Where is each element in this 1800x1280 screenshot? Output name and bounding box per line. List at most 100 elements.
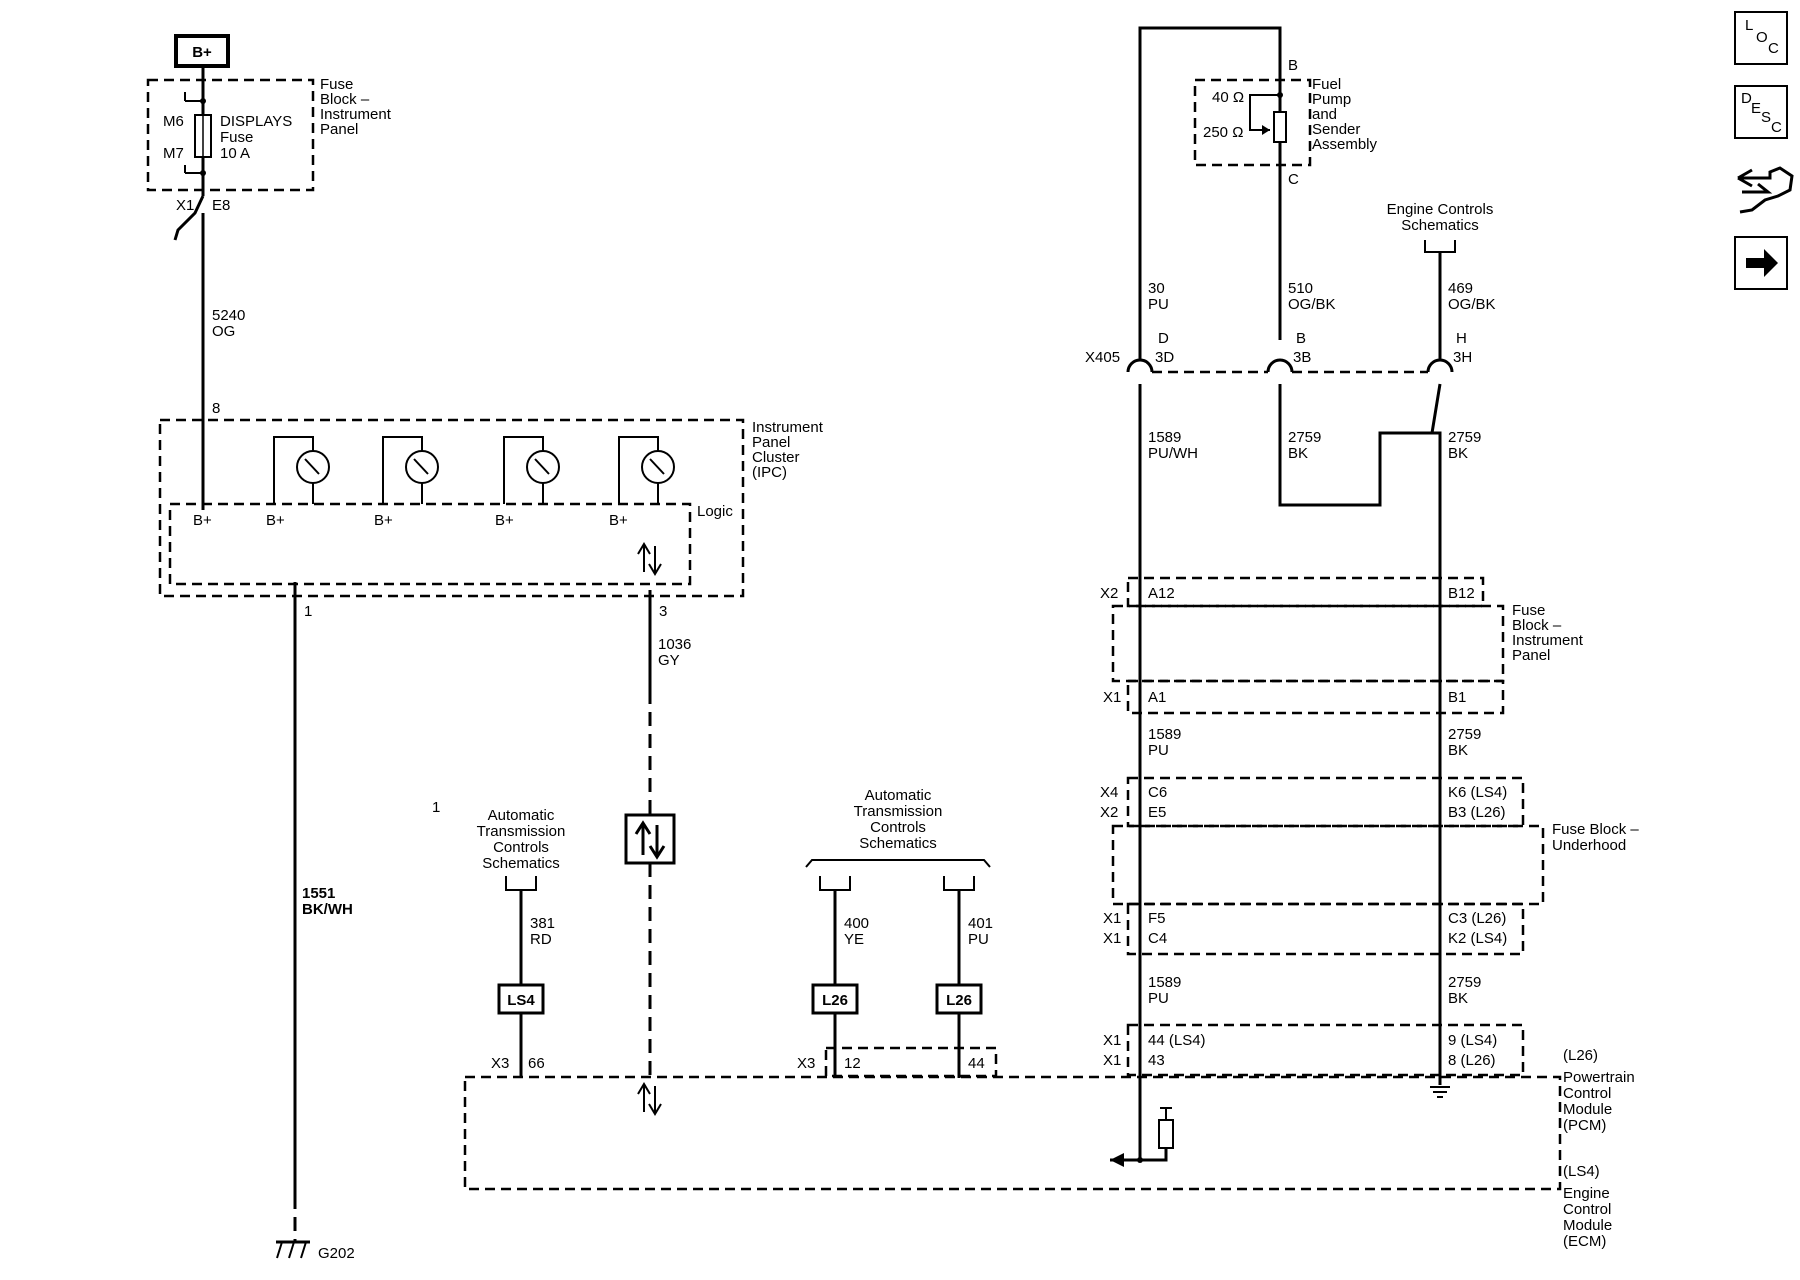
svg-text:D: D — [1741, 90, 1752, 107]
svg-text:Control: Control — [1563, 1085, 1611, 1102]
svg-text:L26: L26 — [946, 992, 972, 1009]
internal-pullup-resistor — [1110, 1107, 1174, 1167]
svg-text:2759: 2759 — [1288, 429, 1321, 446]
next-arrow-button[interactable] — [1734, 236, 1788, 290]
description-button[interactable]: D E S C — [1734, 85, 1788, 139]
engine-controls-ref[interactable]: Engine Controls Schematics — [1387, 201, 1494, 253]
svg-text:C: C — [1771, 119, 1782, 136]
svg-text:BK: BK — [1448, 990, 1468, 1007]
svg-text:400: 400 — [844, 915, 869, 932]
fuel-pump-sender-box — [1193, 78, 1312, 167]
x405-connector — [1126, 358, 1454, 374]
serial-data-box — [624, 813, 676, 865]
fuse-block-ip-right-box — [1111, 604, 1505, 683]
svg-text:3H: 3H — [1453, 349, 1472, 366]
fuse-block-ip-right-label: Fuse Block – Instrument Panel — [1512, 602, 1584, 664]
svg-text:B+: B+ — [374, 512, 393, 529]
svg-text:L26: L26 — [822, 992, 848, 1009]
svg-text:PU/WH: PU/WH — [1148, 445, 1198, 462]
svg-text:L: L — [1745, 17, 1753, 34]
atc-schematic-ref-right[interactable]: Automatic Transmission Controls Schemati… — [805, 787, 991, 891]
svg-text:381: 381 — [530, 915, 555, 932]
svg-text:(IPC): (IPC) — [752, 464, 787, 481]
svg-text:LS4: LS4 — [507, 992, 535, 1009]
svg-text:Fuse Block –: Fuse Block – — [1552, 821, 1639, 838]
svg-text:1551: 1551 — [302, 885, 335, 902]
gauge-2 — [382, 436, 439, 504]
ipc-label: Instrument Panel Cluster (IPC) — [752, 419, 824, 481]
svg-text:30: 30 — [1148, 280, 1165, 297]
serial-data-icon — [637, 542, 662, 576]
svg-text:Schematics: Schematics — [859, 835, 937, 852]
ground-symbol — [276, 1240, 310, 1259]
svg-text:(ECM): (ECM) — [1563, 1233, 1606, 1250]
svg-text:B12: B12 — [1448, 585, 1475, 602]
svg-text:Instrument: Instrument — [320, 106, 392, 123]
svg-text:10 A: 10 A — [220, 145, 250, 162]
svg-text:2759: 2759 — [1448, 429, 1481, 446]
svg-text:X2: X2 — [1100, 804, 1118, 821]
svg-text:OG/BK: OG/BK — [1288, 296, 1336, 313]
svg-text:43: 43 — [1148, 1052, 1165, 1069]
svg-text:A12: A12 — [1148, 585, 1175, 602]
pcm-serial-data-icon — [637, 1082, 662, 1116]
svg-text:X1: X1 — [1103, 1032, 1121, 1049]
svg-text:X2: X2 — [1100, 585, 1118, 602]
svg-text:Cluster: Cluster — [752, 449, 800, 466]
svg-text:GY: GY — [658, 652, 680, 669]
svg-text:K6 (LS4): K6 (LS4) — [1448, 784, 1507, 801]
displays-fuse — [194, 114, 212, 158]
svg-text:66: 66 — [528, 1055, 545, 1072]
svg-text:Block –: Block – — [1512, 617, 1562, 634]
atc-schematic-ref-left[interactable]: Automatic Transmission Controls Schemati… — [477, 807, 566, 891]
svg-text:E: E — [1751, 100, 1761, 117]
svg-text:Automatic: Automatic — [865, 787, 932, 804]
svg-text:D: D — [1158, 330, 1169, 347]
location-button[interactable]: L O C — [1734, 11, 1788, 65]
svg-text:(LS4): (LS4) — [1563, 1163, 1600, 1180]
fuse-block-ip-label: Fuse Block – Instrument Panel — [320, 76, 392, 138]
svg-text:BK: BK — [1448, 742, 1468, 759]
option-ls4-box: LS4 — [497, 983, 545, 1015]
fuse-block-underhood-box — [1111, 824, 1545, 906]
svg-text:X3: X3 — [797, 1055, 815, 1072]
svg-text:C6: C6 — [1148, 784, 1167, 801]
svg-text:C: C — [1288, 171, 1299, 188]
svg-text:B: B — [1296, 330, 1306, 347]
gauge-3 — [503, 436, 560, 504]
ipc-box — [158, 418, 745, 598]
svg-text:B: B — [1288, 57, 1298, 74]
svg-text:B3 (L26): B3 (L26) — [1448, 804, 1506, 821]
fuse-block-ip-box — [146, 78, 315, 192]
svg-text:C: C — [1768, 40, 1779, 57]
svg-text:PU: PU — [1148, 296, 1169, 313]
svg-text:X1: X1 — [1103, 930, 1121, 947]
internal-ground-icon — [1430, 1086, 1450, 1098]
gauge-4 — [618, 436, 675, 504]
svg-text:B1: B1 — [1448, 689, 1466, 706]
svg-text:BK: BK — [1288, 445, 1308, 462]
svg-text:PU: PU — [1148, 742, 1169, 759]
svg-text:Underhood: Underhood — [1552, 837, 1626, 854]
svg-text:510: 510 — [1288, 280, 1313, 297]
svg-text:469: 469 — [1448, 280, 1473, 297]
svg-text:X4: X4 — [1100, 784, 1118, 801]
option-l26-box-1: L26 — [811, 983, 859, 1015]
svg-text:1589: 1589 — [1148, 726, 1181, 743]
svg-text:Panel: Panel — [752, 434, 790, 451]
connector-wrench-icon[interactable] — [1737, 166, 1794, 214]
svg-text:2759: 2759 — [1448, 726, 1481, 743]
svg-text:Schematics: Schematics — [482, 855, 560, 872]
svg-text:C4: C4 — [1148, 930, 1167, 947]
svg-text:K2 (LS4): K2 (LS4) — [1448, 930, 1507, 947]
svg-text:X405: X405 — [1085, 349, 1120, 366]
svg-text:Sender: Sender — [1312, 121, 1360, 138]
svg-text:B+: B+ — [495, 512, 514, 529]
svg-text:5240: 5240 — [212, 307, 245, 324]
fuel-pump-label: Fuel Pump and Sender Assembly — [1312, 76, 1378, 153]
svg-text:F5: F5 — [1148, 910, 1166, 927]
svg-text:Automatic: Automatic — [488, 807, 555, 824]
svg-text:X1: X1 — [1103, 910, 1121, 927]
svg-text:Control: Control — [1563, 1201, 1611, 1218]
svg-text:8: 8 — [212, 400, 220, 417]
